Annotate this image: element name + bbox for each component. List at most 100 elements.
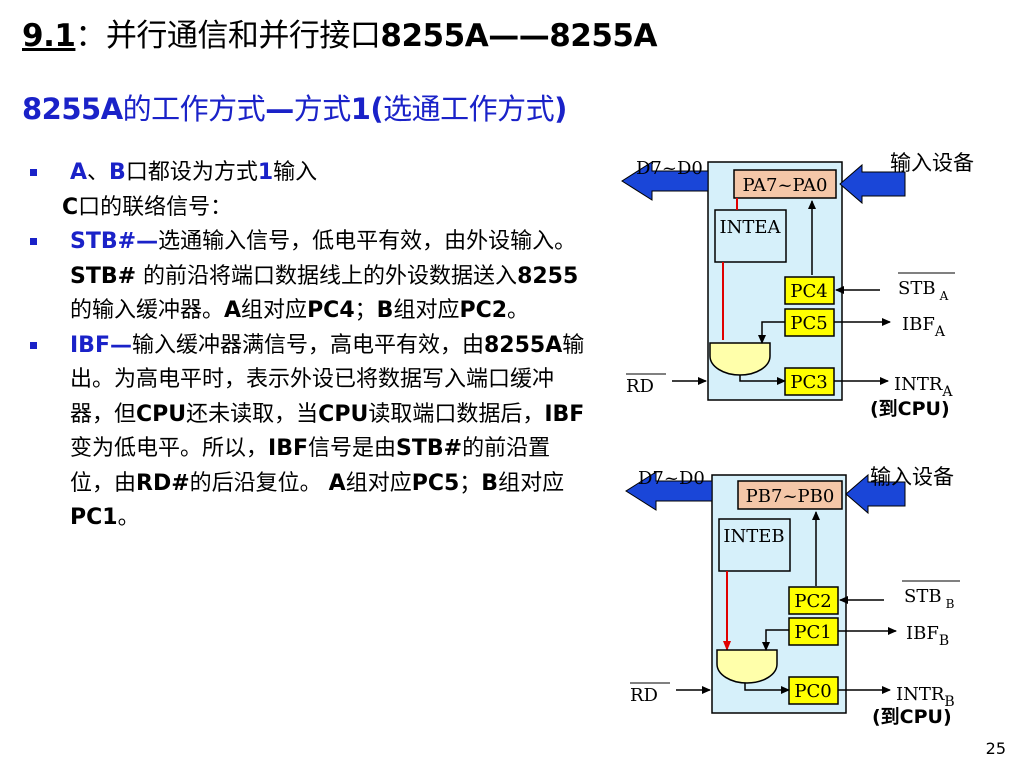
title-number: 9.1 <box>22 18 76 54</box>
stb-ref: STB# <box>396 436 463 461</box>
bullet-text: ； <box>354 298 377 323</box>
ibf-label-a: IBFA <box>902 314 946 340</box>
bullet-text: 口都设为方式 <box>125 160 258 185</box>
port-a-label: PA7~PA0 <box>743 175 828 196</box>
title-dash: —— <box>488 18 550 54</box>
and-gate-a <box>709 342 771 376</box>
bullet-ports-mode: A、B口都设为方式1输入 <box>28 156 588 191</box>
bullet-text: 还未读取，当 <box>186 401 319 427</box>
rd-label-b: RD <box>630 685 658 706</box>
data-bus-label-b: D7~D0 <box>638 468 705 489</box>
to-cpu-label-a: (到CPU) <box>870 398 950 420</box>
subtitle-chip: 8255A <box>22 92 123 126</box>
chip-ref: 8255A <box>484 332 563 358</box>
rd-ref: RD# <box>136 470 190 496</box>
input-device-label-b: 输入设备 <box>870 465 954 489</box>
bullet-text: 读取端口数据后， <box>368 401 545 427</box>
pc2-box <box>788 586 839 615</box>
inte-a-box <box>714 209 787 263</box>
port-b-box <box>737 480 843 510</box>
title-chip-2: 8255A <box>549 18 657 54</box>
separator: 、 <box>87 160 110 185</box>
pc1-label: PC1 <box>794 622 831 643</box>
to-cpu-label-b: (到CPU) <box>872 706 952 728</box>
bullet-text: 组对应 <box>393 298 460 323</box>
pc0-label: PC0 <box>794 681 831 702</box>
bullet-text: 的后沿复位。 <box>189 470 329 496</box>
group-b-ref: B <box>481 470 499 496</box>
subtitle-num: 1 <box>350 92 371 126</box>
stb-ref: STB# <box>70 263 137 289</box>
subtitle-text-1: 的工作方式 <box>122 92 266 126</box>
page-number: 25 <box>985 739 1006 758</box>
pc4-ref: PC4 <box>307 298 355 323</box>
mode-number: 1 <box>257 160 274 185</box>
stb-term: STB# <box>70 229 137 254</box>
port-c-text: 口的联络信号： <box>78 194 233 220</box>
and-gate-b <box>716 649 778 684</box>
port-c-label: C <box>62 194 79 220</box>
bullet-marker <box>30 341 37 349</box>
group-b-ref: B <box>376 298 394 323</box>
bullet-text: 输入 <box>273 160 318 185</box>
pc2-label: PC2 <box>794 591 831 612</box>
ibf-gate-line-a <box>758 321 785 344</box>
device-input-arrow-a <box>839 163 906 205</box>
data-bus-arrow-a <box>621 161 709 201</box>
bullet-text: 组对应 <box>241 298 308 323</box>
subtitle-close: ) <box>554 92 567 126</box>
title-chip-1: 8255A <box>380 18 489 54</box>
slide-subtitle: 8255A的工作方式—方式1(选通工作方式) <box>22 86 567 128</box>
bullet-text: 组对应 <box>345 470 412 496</box>
bullet-text: 组对应 <box>498 470 565 496</box>
inteb-label: INTEB <box>723 526 784 547</box>
gate-out-line-a <box>739 375 786 385</box>
ibf-ref: IBF <box>544 401 585 427</box>
ibf-ref: IBF <box>268 436 308 461</box>
pc5-label: PC5 <box>790 313 827 334</box>
rd-label-a: RD <box>626 376 654 397</box>
bullet-text: 输入缓冲器满信号，高电平有效，由 <box>131 332 484 358</box>
pc5-ref: PC5 <box>411 470 460 496</box>
port-a-box <box>733 169 837 199</box>
ibf-term: IBF <box>70 332 110 358</box>
stb-dash: — <box>136 229 159 254</box>
group-a-ref: A <box>328 470 346 496</box>
pc1-ref: PC1 <box>70 505 118 530</box>
pc1-box <box>788 617 839 646</box>
title-colon: ： <box>75 18 106 54</box>
chip-ref: 8255 <box>517 263 579 289</box>
port-a-label: A <box>70 160 88 185</box>
subtitle-dash: — <box>265 92 294 126</box>
ibf-gate-line-b <box>762 629 789 651</box>
bullet-text: 的前沿将端口数据线上的外设数据送入 <box>136 263 518 289</box>
bullet-marker <box>30 238 37 245</box>
title-text: 并行通信和并行接口 <box>105 18 381 54</box>
bullet-text: 变为低电平。所以， <box>70 436 269 461</box>
bullet-ibf: IBF—输入缓冲器满信号，高电平有效，由8255A输出。为高电平时，表示外设已将… <box>28 329 588 536</box>
inte-a-label: INTEA <box>719 217 781 238</box>
ibf-dash: — <box>109 332 132 358</box>
port-b-label: B <box>109 160 126 185</box>
bullet-text: 选通输入信号，低电平有效，由外设输入。 <box>158 229 577 254</box>
intr-label-a: INTRA <box>894 374 953 400</box>
group-a-ref: A <box>224 298 242 323</box>
cpu-ref: CPU <box>136 401 187 427</box>
inteb-box <box>718 518 791 572</box>
bullet-text: 。 <box>507 298 530 323</box>
bullet-text: 的前沿置位，由 <box>70 436 551 496</box>
bullet-text: ； <box>459 470 482 496</box>
pc4-label: PC4 <box>790 281 827 302</box>
port-b-label: PB7~PB0 <box>746 486 835 507</box>
device-input-arrow-b <box>845 473 906 515</box>
bullet-text: 。 <box>117 505 140 530</box>
cpu-ref: CPU <box>318 401 369 427</box>
subtitle-paren: ( <box>370 92 384 126</box>
gate-out-line-b <box>744 683 790 694</box>
data-bus-arrow-b <box>625 471 713 511</box>
group-b-diagram: D7~D0 PB7~PB0 输入设备 INTEB PC2 PC1 PC0 STB… <box>625 465 960 728</box>
data-bus-label-a: D7~D0 <box>636 158 703 179</box>
intr-label-b: INTRB <box>896 684 955 710</box>
